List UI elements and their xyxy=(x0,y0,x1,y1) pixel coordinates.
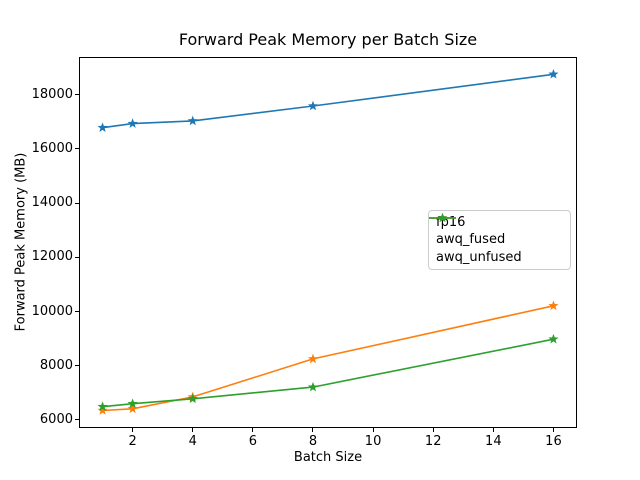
y-tick-label: 14000 xyxy=(31,195,73,211)
plot-canvas xyxy=(97,68,559,415)
x-tick-label: 10 xyxy=(364,434,382,449)
x-tick-mark xyxy=(132,428,134,432)
x-tick-mark xyxy=(432,428,434,432)
x-tick-label: 16 xyxy=(545,434,562,449)
y-tick-label: 12000 xyxy=(31,249,73,265)
y-tick-label: 8000 xyxy=(39,357,73,373)
y-tick-label: 6000 xyxy=(39,411,73,427)
y-tick-label: 10000 xyxy=(31,303,73,319)
chart-title: Forward Peak Memory per Batch Size xyxy=(178,30,478,49)
x-tick-label: 2 xyxy=(128,434,137,449)
y-tick-label: 18000 xyxy=(31,86,73,102)
legend-item-awq_fused: awq_fused xyxy=(429,213,563,248)
x-tick-mark xyxy=(492,428,494,432)
x-tick-label: 6 xyxy=(248,434,257,449)
x-tick-mark xyxy=(312,428,314,432)
y-tick-mark xyxy=(75,419,79,421)
series-markers-awq_unfused xyxy=(97,333,559,411)
series-line-awq_fused xyxy=(102,305,554,412)
y-tick-label: 16000 xyxy=(31,140,73,156)
y-tick-mark xyxy=(75,365,79,367)
legend-label-awq_unfused: awq_unfused xyxy=(436,249,522,265)
legend-label-awq_fused: awq_fused xyxy=(436,232,506,248)
y-tick-mark xyxy=(75,148,79,150)
series-line-awq_unfused xyxy=(102,338,554,408)
y-tick-mark xyxy=(75,94,79,96)
x-tick-mark xyxy=(372,428,374,432)
x-tick-mark xyxy=(552,428,554,432)
x-tick-label: 4 xyxy=(188,434,197,449)
x-tick-label: 14 xyxy=(485,434,502,449)
x-tick-mark xyxy=(252,428,254,432)
series-markers-awq_fused xyxy=(97,300,559,415)
x-tick-label: 12 xyxy=(424,434,442,449)
legend-item-awq_unfused: awq_unfused xyxy=(429,213,563,266)
legend-marker-awq_unfused xyxy=(429,213,456,223)
y-tick-mark xyxy=(75,256,79,258)
x-axis-label: Batch Size xyxy=(293,450,363,465)
y-tick-mark xyxy=(75,202,79,204)
y-tick-mark xyxy=(75,311,79,312)
series-line-fp16 xyxy=(102,73,554,129)
x-tick-label: 8 xyxy=(308,434,318,449)
x-tick-mark xyxy=(192,428,194,432)
